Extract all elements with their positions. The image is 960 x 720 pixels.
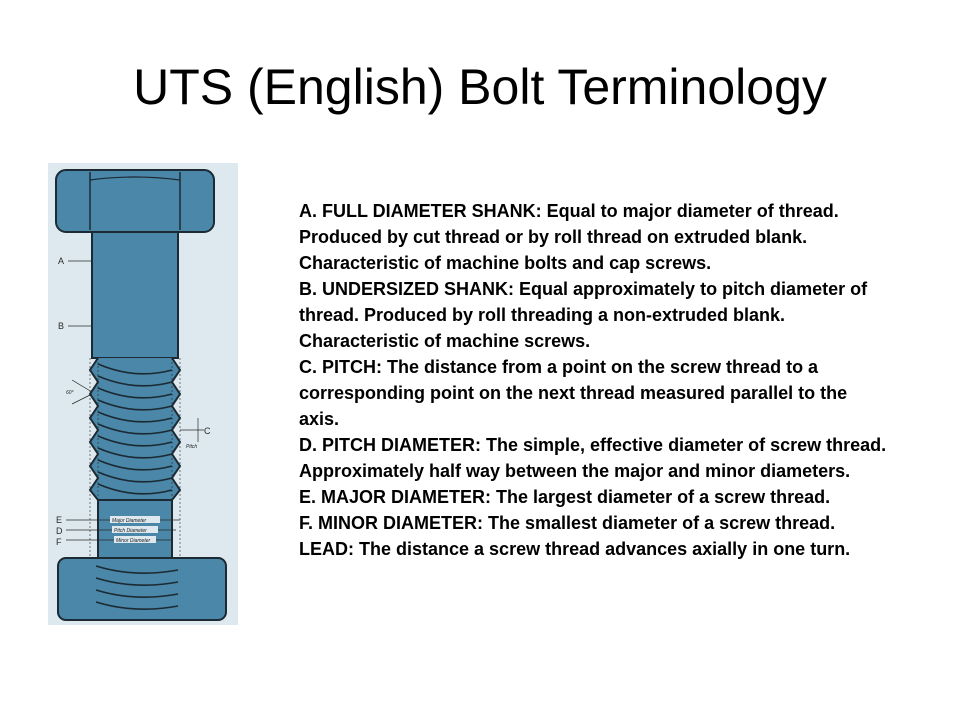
definition-text: Equal approximately to pitch diameter of… (299, 279, 868, 351)
major-diameter-label: Major Diameter (112, 518, 147, 524)
definition-text: The distance a screw thread advances axi… (354, 539, 851, 559)
threaded-section (88, 357, 182, 501)
definition-text: The largest diameter of a screw thread. (491, 487, 831, 507)
label-b: B (58, 321, 64, 331)
definition-term: C. PITCH: (299, 357, 382, 377)
bolt-head (55, 169, 215, 233)
definition-term: D. PITCH DIAMETER: (299, 435, 481, 455)
definition-text: The distance from a point on the screw t… (299, 357, 848, 429)
minor-diameter-label: Minor Diameter (116, 538, 151, 544)
label-e: E (56, 515, 62, 525)
definition-term: F. MINOR DIAMETER: (299, 513, 483, 533)
definition-text: The smallest diameter of a screw thread. (483, 513, 836, 533)
definition-term: B. UNDERSIZED SHANK: (299, 279, 515, 299)
definition-text: Equal to major diameter of thread. Produ… (299, 201, 839, 273)
definition-major-diameter: E. MAJOR DIAMETER: The largest diameter … (299, 484, 889, 510)
definitions-text: A. FULL DIAMETER SHANK: Equal to major d… (299, 198, 889, 562)
pitch-diameter-label: Pitch Diameter (114, 528, 147, 534)
full-diameter-shank (91, 231, 179, 359)
definition-minor-diameter: F. MINOR DIAMETER: The smallest diameter… (299, 510, 889, 536)
label-d: D (56, 526, 63, 536)
definition-term: A. FULL DIAMETER SHANK: (299, 201, 542, 221)
definition-lead: LEAD: The distance a screw thread advanc… (299, 536, 889, 562)
definition-undersized-shank: B. UNDERSIZED SHANK: Equal approximately… (299, 276, 889, 354)
bolt-diagram: A B C E D F 60° Pitch Major Diameter Pit… (48, 163, 238, 625)
definition-full-diameter-shank: A. FULL DIAMETER SHANK: Equal to major d… (299, 198, 889, 276)
definition-term: LEAD: (299, 539, 354, 559)
nut (57, 557, 227, 621)
angle-label: 60° (66, 390, 74, 396)
definition-text: The simple, effective diameter of screw … (299, 435, 887, 481)
label-a: A (58, 256, 64, 266)
label-f: F (56, 537, 62, 547)
pitch-label: Pitch (186, 444, 197, 450)
definition-pitch-diameter: D. PITCH DIAMETER: The simple, effective… (299, 432, 889, 484)
page-title: UTS (English) Bolt Terminology (133, 59, 827, 115)
definition-term: E. MAJOR DIAMETER: (299, 487, 492, 507)
definition-pitch: C. PITCH: The distance from a point on t… (299, 354, 889, 432)
label-c: C (204, 426, 211, 436)
